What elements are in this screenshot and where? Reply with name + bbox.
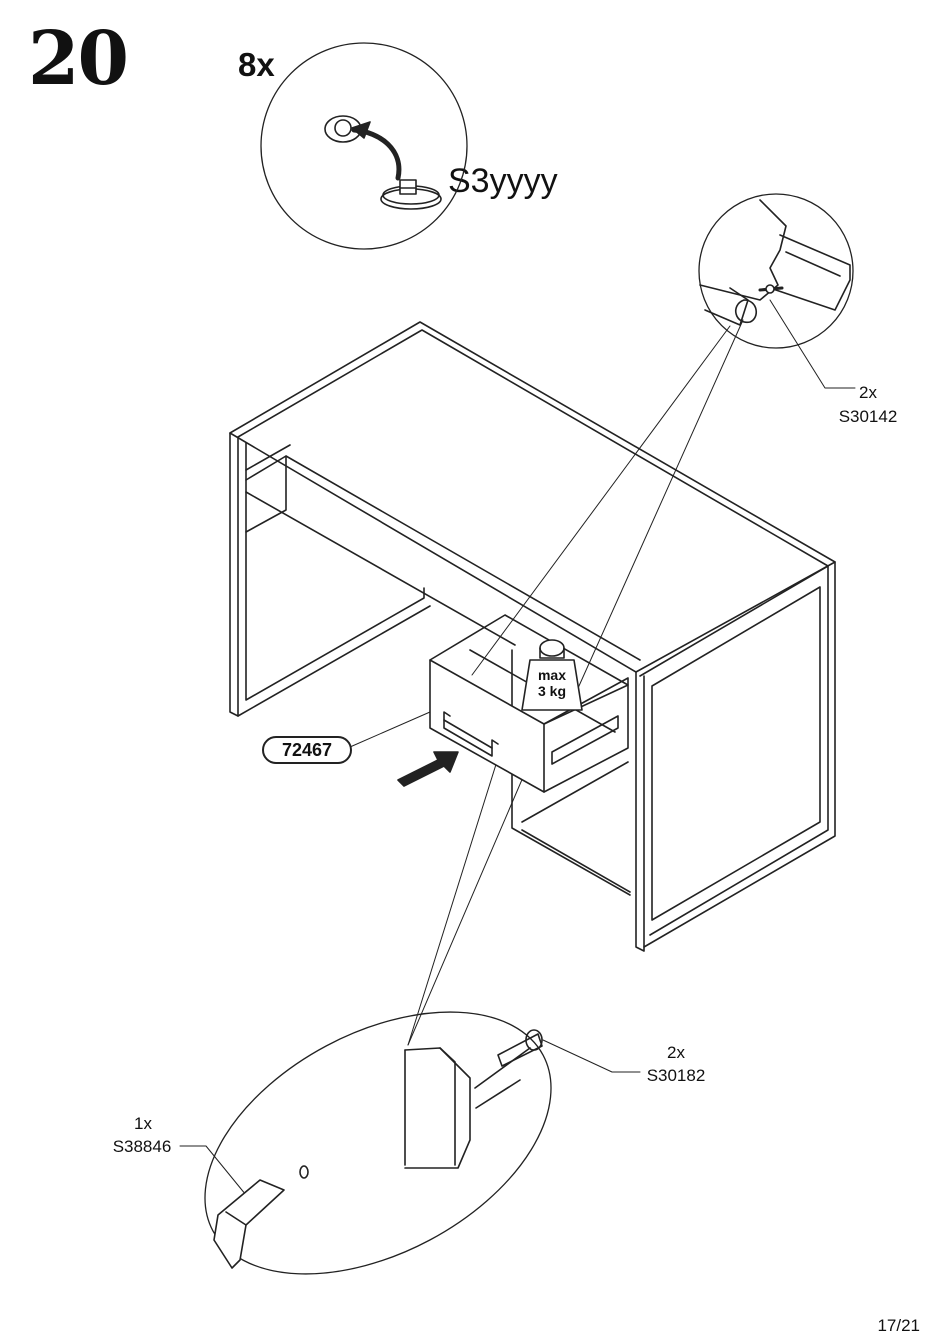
rail-screw-part: S30142: [838, 407, 898, 426]
push-arrow-icon: [397, 751, 459, 787]
weight-line2: 3 kg: [538, 683, 566, 699]
desk: [229, 321, 836, 952]
handle-screw-part: S30182: [646, 1066, 706, 1085]
drawer-part-tag: 72467: [262, 736, 352, 764]
handle-detail: [204, 1011, 552, 1275]
detail-part-code: S3yyyy: [448, 162, 558, 200]
page-number: 17/21: [877, 1316, 920, 1335]
rail-detail: [698, 193, 854, 349]
weight-line1: max: [538, 667, 566, 683]
cam-plug-detail: [260, 42, 468, 250]
handle-part: S38846: [112, 1137, 172, 1156]
rail-screw-quantity: 2x: [859, 383, 877, 402]
leader-lines: [179, 299, 856, 1196]
handle-quantity: 1x: [134, 1114, 152, 1133]
weight-icon: max 3 kg: [521, 639, 583, 711]
detail-quantity: 8x: [238, 46, 275, 83]
step-number: 20: [28, 16, 129, 102]
handle-screw-quantity: 2x: [667, 1043, 685, 1062]
